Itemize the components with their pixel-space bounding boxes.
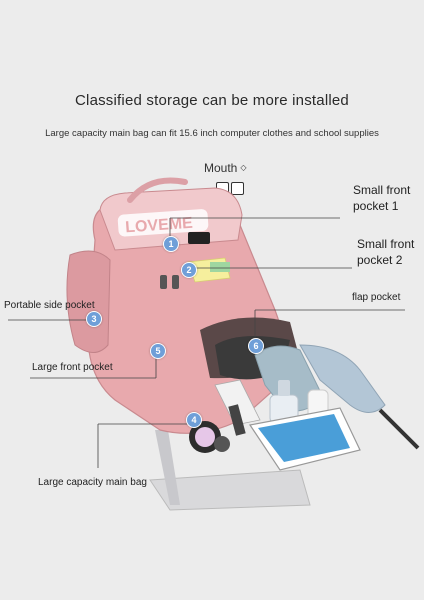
- callout-marker-6: 6: [248, 338, 264, 354]
- label-small-front-pocket-1: Small front pocket 1: [353, 183, 411, 213]
- callout-marker-4: 4: [186, 412, 202, 428]
- callout-marker-5: 5: [150, 343, 166, 359]
- callout-marker-1: 1: [163, 236, 179, 252]
- logo-text: LOVEME: [125, 215, 194, 237]
- page-subtitle: Large capacity main bag can fit 15.6 inc…: [45, 128, 379, 139]
- diamond-icon: ◇: [240, 163, 247, 172]
- callout-marker-3: 3: [86, 311, 102, 327]
- square-icon: [231, 182, 244, 195]
- mouth-text: Mouth: [204, 161, 238, 175]
- label-large-front-pocket: Large front pocket: [32, 362, 113, 373]
- label-portable-side-pocket: Portable side pocket: [4, 300, 95, 311]
- page-title: Classified storage can be more installed: [75, 92, 349, 109]
- callout-marker-2: 2: [181, 262, 197, 278]
- label-small-front-pocket-2: Small front pocket 2: [357, 237, 415, 267]
- label-large-capacity-main-bag: Large capacity main bag: [38, 477, 147, 488]
- mouth-label: Mouth◇: [204, 161, 247, 175]
- label-flap-pocket: flap pocket: [352, 292, 401, 303]
